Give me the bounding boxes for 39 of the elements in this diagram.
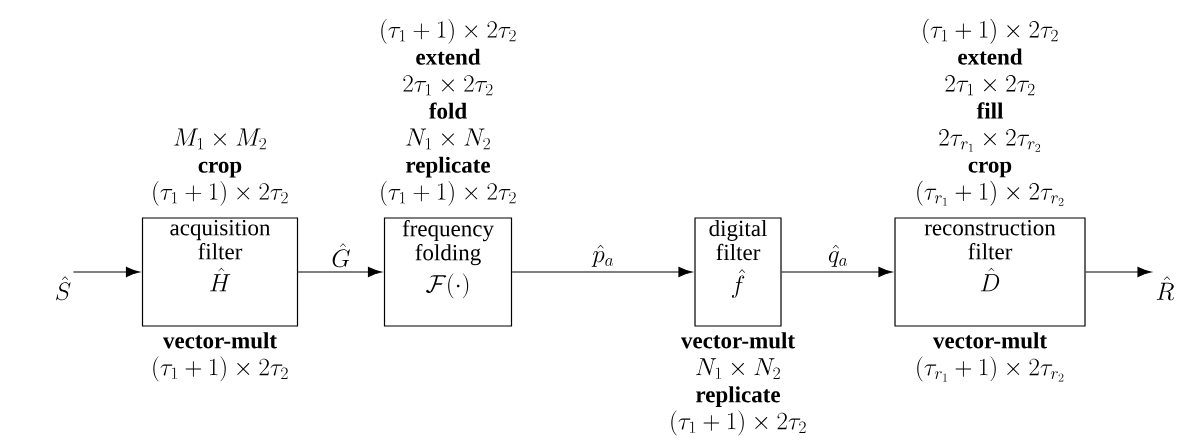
operation-label: fold [429,102,467,119]
arrow [72,266,140,278]
operation-label: crop [198,161,242,178]
operation-label: vector-mult [162,332,277,349]
process-box: acquisition filter $\hat{H}$ [141,217,299,327]
dimension-label: $2\tau_1 \times 2\tau_2$ [945,75,1035,96]
operation-label: replicate [406,156,490,178]
dimension-label: $(\tau_{r_1} + 1) \times 2\tau_{r_2}$ [917,356,1064,382]
operation-label: extend [416,48,481,65]
process-box: reconstruction filter $\hat{D}$ [894,217,1086,327]
arrow [1085,266,1152,278]
operation-label: replicate [696,386,780,408]
dimension-label: $(\tau_1 + 1) \times 2\tau_2$ [923,18,1058,44]
signal-label: $\hat{S}$ [56,276,71,301]
dimension-label: $2\tau_1 \times 2\tau_2$ [403,75,493,96]
dimension-label: $2\tau_{r_1} \times 2\tau_{r_2}$ [939,129,1041,152]
process-box: frequency folding $\mathcal{F}(\cdot)$ [383,217,513,327]
dimension-label: $(\tau_1 + 1) \times 2\tau_2$ [671,410,806,436]
signal-label: $\hat{R}$ [1156,276,1175,301]
dimension-label: $(\tau_1 + 1) \times 2\tau_2$ [381,180,516,206]
dimension-label: $(\tau_{r_1} + 1) \times 2\tau_{r_2}$ [917,180,1064,206]
operation-label: crop [968,161,1012,178]
dimension-label: $(\tau_1 + 1) \times 2\tau_2$ [381,19,516,44]
dimension-label: $(\tau_1 + 1) \times 2\tau_2$ [153,356,288,382]
operation-label: vector-mult [680,332,795,349]
dimension-label: $M_1 \times M_2$ [174,128,266,150]
edge-label: $\hat{q}_a$ [828,244,848,267]
dimension-label: $N_1 \times N_2$ [696,358,780,379]
dimension-label: $(\tau_1 + 1) \times 2\tau_2$ [153,180,288,206]
dimension-label: $N_1 \times N_2$ [406,128,490,150]
operation-label: fill [976,102,1004,119]
arrow [511,266,693,278]
arrow [297,266,382,278]
operation-label: vector-mult [932,332,1047,349]
edge-label: $\hat{p}_a$ [591,244,614,267]
operation-label: extend [958,48,1023,65]
arrow [781,266,893,278]
process-box: digital filter $\hat{f}$ [694,217,782,327]
edge-label: $\hat{G}$ [332,243,350,268]
